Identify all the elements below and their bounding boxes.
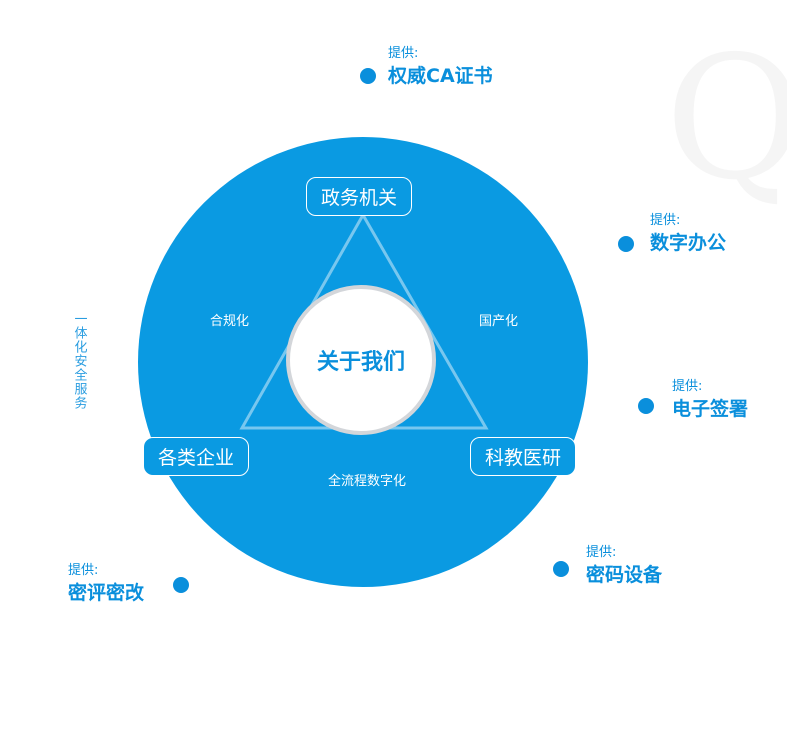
center-title: 关于我们	[316, 350, 405, 375]
service-ca[interactable]: 提供: 权威CA证书	[388, 42, 493, 88]
service-name: 权威CA证书	[388, 65, 493, 87]
service-name: 密评密改	[68, 582, 145, 604]
provide-label: 提供:	[672, 379, 703, 394]
edge-compliance: 合规化	[210, 314, 250, 329]
dot-icon	[638, 398, 654, 414]
edge-digital: 全流程数字化	[328, 474, 407, 489]
node-enterprise[interactable]: 各类企业	[143, 437, 250, 476]
provide-label: 提供:	[650, 213, 681, 228]
node-government[interactable]: 政务机关	[306, 177, 413, 216]
service-office[interactable]: 提供: 数字办公	[650, 209, 726, 255]
service-sign[interactable]: 提供: 电子签署	[672, 375, 748, 421]
side-label: 一体化安全服务	[63, 302, 95, 420]
provide-label: 提供:	[388, 46, 419, 61]
service-crypto-eval[interactable]: 提供: 密评密改	[68, 559, 144, 605]
dot-icon	[618, 236, 634, 252]
watermark: Q	[665, 20, 787, 218]
provide-label: 提供:	[68, 563, 99, 578]
service-name: 电子签署	[672, 398, 749, 420]
service-name: 数字办公	[650, 232, 727, 254]
edge-domestic: 国产化	[479, 314, 519, 329]
dot-icon	[553, 561, 569, 577]
service-name: 密码设备	[586, 564, 663, 586]
node-research[interactable]: 科教医研	[470, 437, 577, 476]
center-circle[interactable]: 关于我们	[286, 285, 436, 435]
dot-icon	[173, 577, 189, 593]
provide-label: 提供:	[586, 545, 617, 560]
dot-icon	[360, 68, 376, 84]
service-crypto-device[interactable]: 提供: 密码设备	[586, 541, 662, 587]
